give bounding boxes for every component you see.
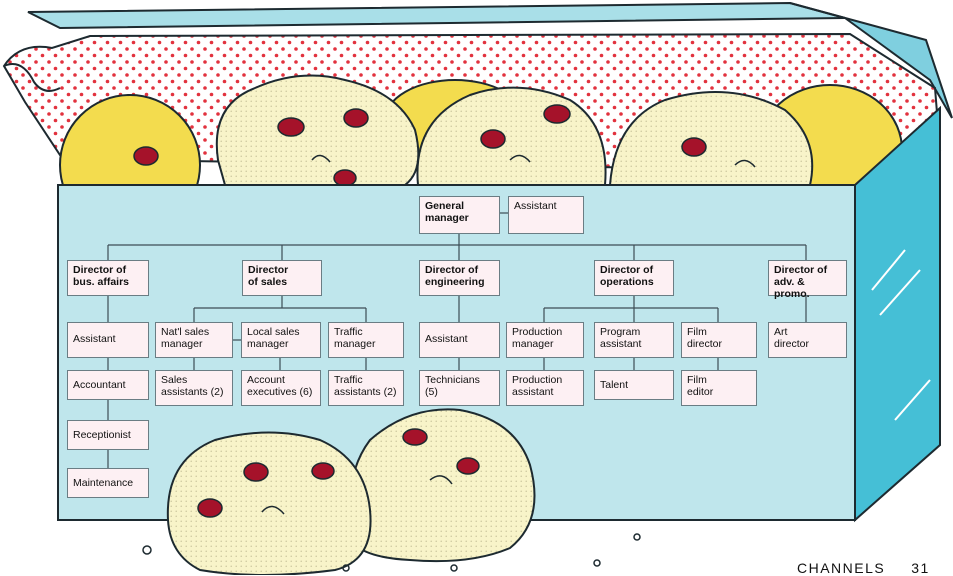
node-talent: Talent [594,370,674,400]
node-traffic-manager: Traffic manager [328,322,404,358]
node-natl-sales-manager: Nat'l sales manager [155,322,233,358]
node-eng-assistant: Assistant [419,322,500,358]
node-director-operations: Director of operations [594,260,674,296]
node-program-assistant: Program assistant [594,322,674,358]
node-sales-assistants: Sales assistants (2) [155,370,233,406]
node-film-editor: Film editor [681,370,757,406]
node-art-director: Art director [768,322,847,358]
node-director-adv-promo: Director of adv. & promo. [768,260,847,296]
footer-section: CHANNELS [797,560,885,576]
node-account-executives: Account executives (6) [241,370,321,406]
node-receptionist: Receptionist [67,420,149,450]
node-bus-assistant: Assistant [67,322,149,358]
node-general-manager: General manager [419,196,500,234]
node-director-engineering: Director of engineering [419,260,500,296]
node-production-manager: Production manager [506,322,584,358]
node-gm-assistant: Assistant [508,196,584,234]
footer-page-number: 31 [911,560,930,576]
node-maintenance: Maintenance [67,468,149,498]
node-local-sales-manager: Local sales manager [241,322,321,358]
node-director-bus-affairs: Director of bus. affairs [67,260,149,296]
node-director-sales: Director of sales [242,260,322,296]
node-accountant: Accountant [67,370,149,400]
node-technicians: Technicians (5) [419,370,500,406]
node-film-director: Film director [681,322,757,358]
page-footer: CHANNELS 31 [797,560,930,576]
node-traffic-assistants: Traffic assistants (2) [328,370,404,406]
node-production-assistant: Production assistant [506,370,584,406]
